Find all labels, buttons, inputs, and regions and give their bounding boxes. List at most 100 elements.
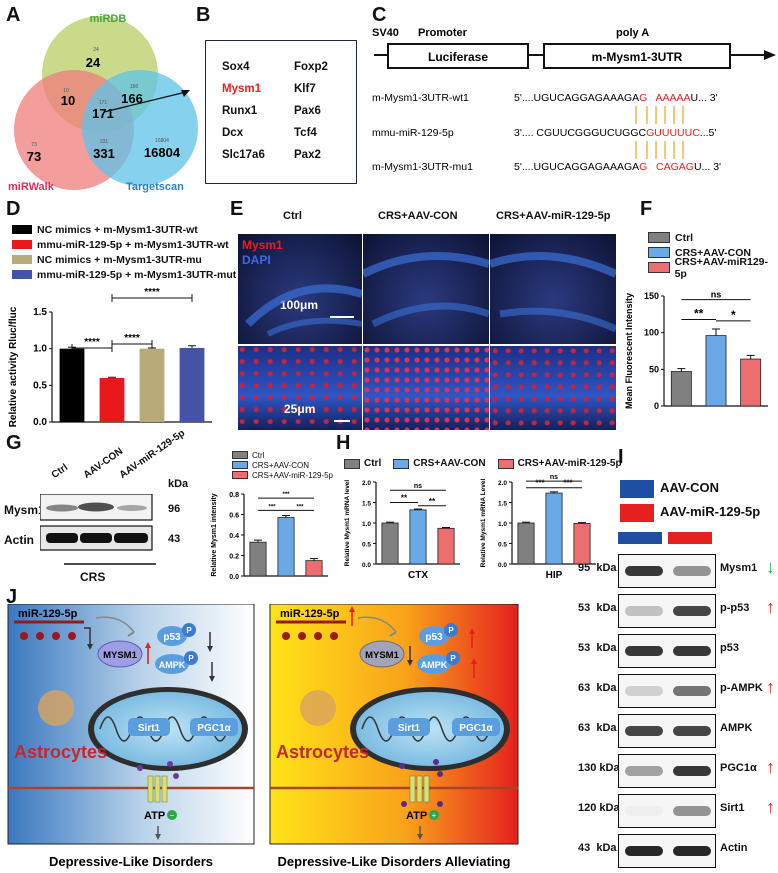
legend-swatch-con	[620, 480, 654, 498]
venn-small-c: 166	[130, 84, 139, 90]
sig-label: ****	[84, 337, 100, 348]
blot-membrane	[618, 594, 716, 628]
panel-h-legend: Ctrl CRS+AAV-CON CRS+AAV-miR-129-5p	[344, 458, 622, 469]
promoter-label: Promoter	[418, 27, 468, 39]
bar	[249, 541, 267, 577]
blot-label: AMPK	[720, 722, 753, 734]
blot-kda: 63 kDa	[578, 722, 617, 734]
p53-label-right: p53	[425, 632, 443, 643]
venn-count-mirwalk-only: 73	[27, 149, 41, 164]
svg-text:−: −	[170, 811, 175, 820]
legend-swatch-mir	[620, 504, 654, 522]
y-tick-label: 1.0	[362, 521, 371, 528]
venn-diagram: miRDB miRWalk Targetscan 24 10 166 171 7…	[8, 13, 198, 193]
gene-item: Runx1	[222, 105, 258, 117]
phospho-label: P	[188, 654, 194, 663]
blot-kda: 53 kDa	[578, 642, 617, 654]
up-arrow-icon: ↑	[766, 757, 775, 777]
cell-label-left: Astrocytes	[14, 742, 107, 762]
bar	[545, 492, 563, 565]
venn-count-mirdb-only: 24	[86, 55, 101, 70]
luciferase-label: Luciferase	[428, 50, 488, 64]
cell-label-right: Astrocytes	[276, 742, 369, 762]
blot-membrane	[618, 634, 716, 668]
astrocyte-icon	[38, 690, 74, 726]
band	[673, 806, 711, 816]
y-tick-label: 0.4	[229, 533, 239, 540]
y-tick-label: 1.5	[33, 307, 47, 318]
gene-item: Foxp2	[294, 61, 328, 73]
legend-label-con: AAV-CON	[660, 480, 719, 495]
luciferase-box	[387, 43, 529, 69]
sig-label: ***	[268, 504, 276, 510]
band	[673, 846, 711, 856]
y-axis-label: Relative Mysm1 mRNA level	[344, 480, 351, 567]
sig-label: ***	[282, 492, 290, 498]
venn-circle-targetscan	[82, 70, 198, 186]
sig-label: **	[429, 497, 436, 506]
legend-item: CRS+AAV-CON	[648, 245, 778, 260]
y-tick-label: 0.5	[33, 380, 47, 391]
venn-count-targetscan-only: 16804	[144, 145, 181, 160]
band	[114, 533, 148, 543]
blot-membrane	[618, 794, 716, 828]
blot-label: p-p53	[720, 602, 750, 614]
mechanism-schematic: miR-129-5p MYSM1 p53 P AMPK P Sirt1 PGC1…	[7, 604, 519, 869]
y-tick-label: 50	[649, 364, 659, 374]
y-tick-label: 1.0	[498, 521, 507, 528]
utr-label: m-Mysm1-3UTR	[592, 50, 683, 64]
panel-label-h: H	[336, 432, 351, 454]
y-tick-label: 0.5	[362, 542, 371, 549]
micro-mir-low	[490, 234, 616, 344]
ampk-label-left: AMPK	[159, 660, 186, 670]
up-arrow-icon: ↑	[766, 597, 775, 617]
band	[625, 846, 663, 856]
venn-small-f: 331	[100, 139, 109, 145]
band	[625, 806, 663, 816]
blot-label: PGC1α	[720, 762, 757, 774]
sig-label: ***	[296, 504, 304, 510]
arrow-icon	[181, 90, 190, 97]
scale-label: 100μm	[280, 298, 319, 312]
micro-con-low	[363, 234, 489, 344]
seq-name-wt: m-Mysm1-3UTR-wt1	[372, 92, 469, 104]
legend-label-mir: AAV-miR-129-5p	[660, 504, 761, 519]
band	[673, 646, 711, 656]
down-arrow-icon: ↓	[766, 557, 775, 577]
sirt1-label-right: Sirt1	[398, 723, 421, 734]
y-tick-label: 1.5	[498, 501, 507, 508]
down-arrow-icon	[209, 676, 215, 682]
phospho-label: P	[450, 654, 456, 663]
bar	[740, 358, 762, 407]
panel-label-j: J	[6, 586, 18, 608]
bar	[705, 335, 727, 407]
target-label-right: MYSM1	[365, 650, 400, 661]
bar	[517, 522, 535, 565]
sig-label: ***	[563, 479, 573, 488]
legend-item: NC mimics + m-Mysm1-3UTR-mu	[12, 252, 236, 267]
down-arrow-icon	[407, 660, 413, 666]
band	[673, 606, 711, 616]
up-arrow-icon: ↑	[766, 797, 775, 817]
blot-label: Mysm1	[4, 503, 45, 517]
legend-item: CRS+AAV-miR-129-5p	[232, 470, 333, 480]
up-arrow-icon	[349, 606, 355, 612]
seq-name-mut: m-Mysm1-3UTR-mu1	[372, 161, 473, 173]
panel-f-legend: Ctrl CRS+AAV-CON CRS+AAV-miR129-5p	[648, 230, 778, 280]
up-arrow-icon	[471, 658, 477, 664]
legend-item: Ctrl	[232, 450, 333, 460]
mysm1-protein	[359, 640, 405, 668]
down-arrow-icon	[87, 644, 93, 650]
blot-label: Mysm1	[720, 562, 758, 574]
band	[117, 505, 147, 511]
scale-label: 25μm	[284, 402, 316, 416]
panel-label-f: F	[640, 198, 653, 220]
